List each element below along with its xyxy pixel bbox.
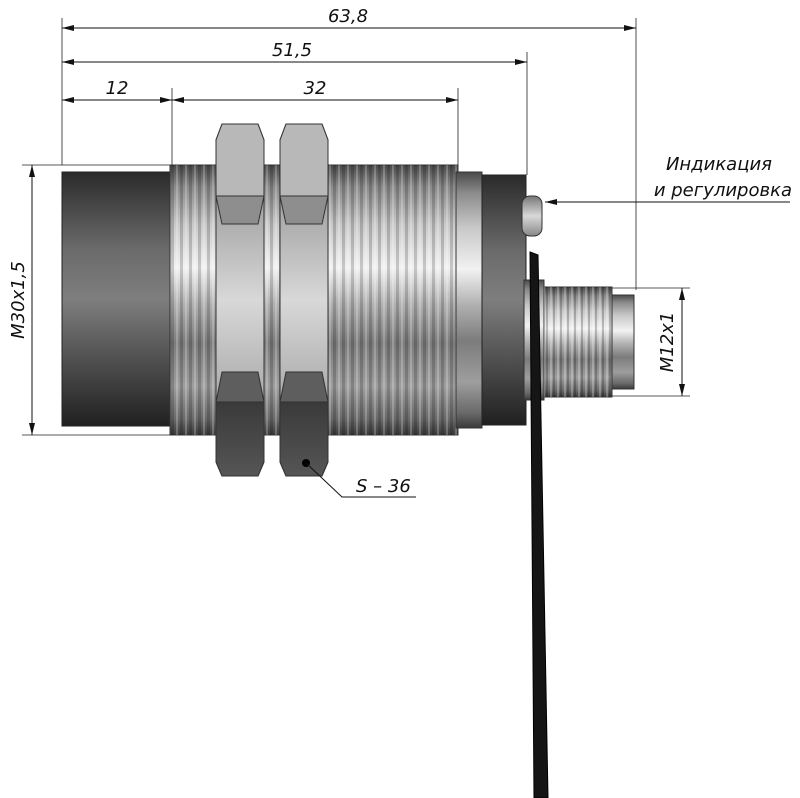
dim-body-label: 51,5 — [272, 40, 312, 61]
dim-thread-label: 32 — [304, 78, 327, 99]
nut-size-label: S – 36 — [356, 476, 411, 497]
dimension-overall: 63,8 — [62, 6, 636, 31]
dimension-body-diameter: M30x1,5 — [8, 165, 35, 435]
dim-face-label: 12 — [106, 78, 129, 99]
sensing-face — [61, 171, 173, 427]
extension-lines — [22, 18, 690, 436]
indicator-note-line2: и регулировка — [654, 180, 792, 201]
lock-nut-right — [279, 123, 329, 477]
dim-body-thread-label: M30x1,5 — [8, 261, 29, 339]
indicator-led — [521, 195, 543, 237]
dimension-thread: 32 — [172, 78, 458, 103]
lock-nut-left — [215, 123, 265, 477]
dimension-body: 51,5 — [62, 40, 527, 65]
dimension-connector-diameter: M12x1 — [657, 288, 685, 396]
indicator-note-line1: Индикация — [666, 154, 772, 175]
nut-leader — [305, 462, 416, 498]
dim-overall-label: 63,8 — [328, 6, 368, 27]
dim-connector-thread-label: M12x1 — [657, 312, 678, 373]
dimension-face: 12 — [62, 78, 172, 103]
bracket-wire — [529, 251, 549, 798]
